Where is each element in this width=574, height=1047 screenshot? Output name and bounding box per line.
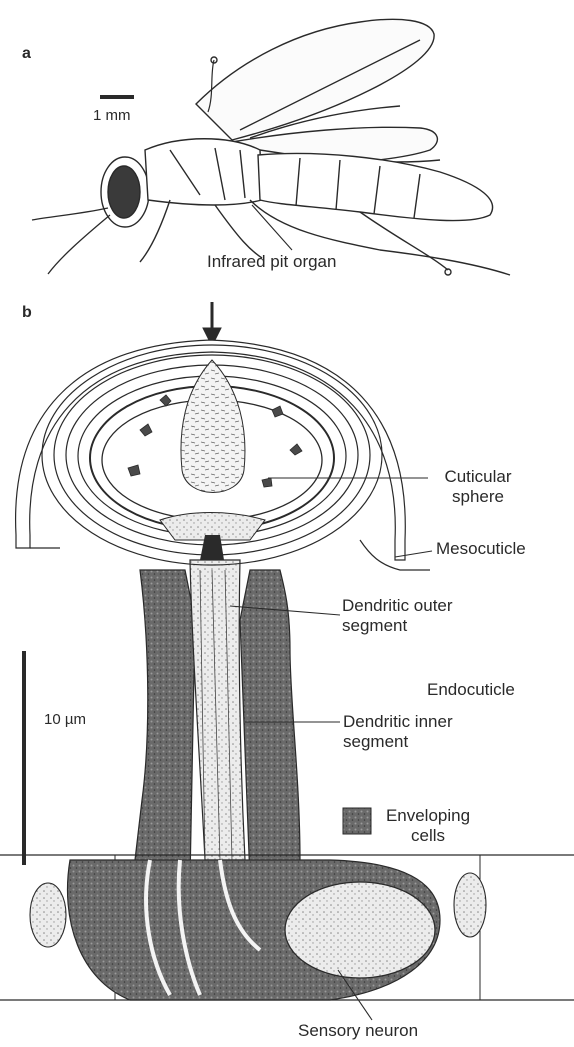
enveloping-cells-swatch bbox=[343, 808, 371, 834]
sphere-core bbox=[181, 360, 245, 493]
pit-organ-leader bbox=[252, 205, 292, 250]
pore-arrow bbox=[203, 302, 221, 346]
insect-drawing bbox=[32, 19, 510, 275]
enveloping-tissue-left bbox=[135, 570, 195, 880]
insect-eye bbox=[108, 166, 140, 218]
sensory-neuron-body bbox=[285, 882, 435, 978]
infrared-pit-organ-label: Infrared pit organ bbox=[207, 252, 336, 272]
scale-label-10um: 10 µm bbox=[44, 710, 86, 730]
enveloping-cells-label: Enveloping cells bbox=[378, 806, 478, 846]
sensory-neuron-label: Sensory neuron bbox=[298, 1021, 418, 1041]
dendritic-outer-segment-label: Dendritic outer segment bbox=[342, 596, 453, 636]
sensillum-drawing bbox=[0, 302, 574, 1020]
panel-b-letter: b bbox=[22, 303, 32, 323]
mesocuticle-label: Mesocuticle bbox=[436, 539, 526, 559]
side-cell-right bbox=[454, 873, 486, 937]
panel-a-letter: a bbox=[22, 44, 31, 64]
side-cell-left bbox=[30, 883, 66, 947]
dendritic-stalk bbox=[190, 560, 245, 860]
dendritic-inner-segment-label: Dendritic inner segment bbox=[343, 712, 453, 752]
scale-label-1mm: 1 mm bbox=[93, 106, 131, 126]
cuticular-sphere-label: Cuticular sphere bbox=[433, 467, 523, 507]
insect-forewing bbox=[196, 19, 434, 140]
insect-abdomen bbox=[258, 154, 493, 221]
enveloping-tissue-right bbox=[240, 570, 300, 880]
endocuticle-label: Endocuticle bbox=[427, 680, 515, 700]
